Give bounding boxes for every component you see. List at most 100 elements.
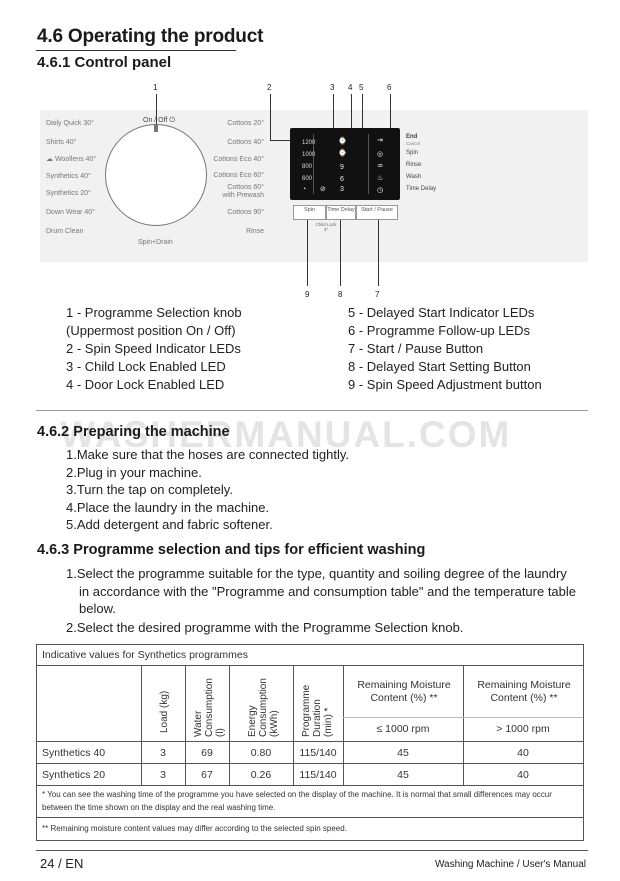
followup-label-spin: Spin xyxy=(406,150,419,156)
row-load: 3 xyxy=(160,747,166,759)
section-control-panel: 4.6.1 Control panel xyxy=(37,54,172,71)
power-icon: ⏻ xyxy=(169,117,175,124)
prog-label: ☁ Woollens 40° xyxy=(46,156,97,163)
callout-8: 8 xyxy=(338,290,343,299)
table-note-2: ** Remaining moisture content values may… xyxy=(42,824,347,833)
preparing-step: 3.Turn the tap on completely. xyxy=(66,482,233,497)
footer-rule xyxy=(36,850,588,851)
callout-9: 9 xyxy=(305,290,310,299)
legend-item: 4 - Door Lock Enabled LED xyxy=(66,377,225,392)
legend-item: 2 - Spin Speed Indicator LEDs xyxy=(66,341,241,356)
col-header-water: Water Consumption (l) xyxy=(193,678,226,737)
programme-selection-knob[interactable] xyxy=(105,124,207,226)
table-rule xyxy=(37,763,583,764)
preparing-step: 5.Add detergent and fabric softener. xyxy=(66,517,273,532)
knob-pointer xyxy=(154,124,158,132)
row-energy: 0.26 xyxy=(250,769,272,781)
leader-6 xyxy=(390,94,391,130)
col-sub-low-rpm: ≤ 1000 rpm xyxy=(376,723,430,735)
row-energy: 0.80 xyxy=(250,747,272,759)
prog-label: Daily Quick 30° xyxy=(46,120,94,127)
table-col-line xyxy=(229,665,230,785)
callout-3: 3 xyxy=(330,83,335,92)
table-col-line xyxy=(463,665,464,785)
legend-item: 3 - Child Lock Enabled LED xyxy=(66,359,226,374)
col-header-energy: Energy Consumption (kWh) xyxy=(247,678,280,737)
knob-on-off-label: On / Off ⏻ xyxy=(143,117,175,124)
callout-1: 1 xyxy=(153,83,158,92)
preparing-step: 2.Plug in your machine. xyxy=(66,464,202,480)
delay-hours-icon: ⌚ xyxy=(338,150,347,157)
spin-speed-leds xyxy=(294,134,314,194)
row-duration: 115/140 xyxy=(299,769,337,781)
preparing-step: 1.Make sure that the hoses are connected… xyxy=(66,447,350,462)
time-delay-button[interactable]: Time Delay xyxy=(326,205,356,220)
spin-speed-value: 1200 xyxy=(302,140,316,146)
table-col-line xyxy=(293,665,294,785)
prog-label: Cottons 90° xyxy=(227,209,264,216)
table-rule xyxy=(37,817,583,818)
row-moisture-high: 40 xyxy=(517,769,529,781)
delay-hours-icon: ⌚ xyxy=(338,138,347,145)
row-moisture-low: 45 xyxy=(397,769,409,781)
spin-speed-value: 1000 xyxy=(302,152,316,158)
leader-2 xyxy=(270,94,271,140)
child-lock-label: Child Lock 3" xyxy=(315,222,337,232)
prog-label: Shirts 40° xyxy=(46,139,77,146)
col-sub-high-rpm: > 1000 rpm xyxy=(496,723,550,735)
callout-7: 7 xyxy=(375,290,380,299)
watermark: WASHERMANUAL.COM xyxy=(60,414,512,455)
leader-1 xyxy=(156,94,157,124)
section-separator xyxy=(36,410,588,411)
followup-label-time-delay: Time Delay xyxy=(406,186,437,192)
legend-item: 8 - Delayed Start Setting Button xyxy=(348,359,531,374)
section-preparing: 4.6.2 Preparing the machine xyxy=(37,424,230,440)
delay-digit: 6 xyxy=(340,176,344,183)
manual-title: Washing Machine / User's Manual xyxy=(434,859,586,870)
knob-spin-drain-label: Spin+Drain xyxy=(138,239,173,246)
delay-digit: 9 xyxy=(340,164,344,171)
section-programme-selection: 4.6.3 Programme selection and tips for e… xyxy=(37,542,426,558)
col-header-load: Load (kg) xyxy=(159,690,170,733)
table-col-line xyxy=(185,665,186,785)
legend-item: 6 - Programme Follow-up LEDs xyxy=(348,323,531,338)
followup-label-end: End xyxy=(406,134,418,140)
callout-4: 4 xyxy=(348,83,353,92)
time-delay-icon: ◷ xyxy=(377,187,384,194)
table-rule xyxy=(37,785,583,786)
row-name: Synthetics 40 xyxy=(42,747,106,759)
start-pause-button[interactable]: Start / Pause xyxy=(356,205,398,220)
end-arrow-icon: ⇥ xyxy=(377,137,383,144)
page-title: 4.6 Operating the product xyxy=(37,26,264,47)
prog-label: Cottons 40° xyxy=(227,139,264,146)
spin-icon: ◎ xyxy=(377,151,384,158)
row-name: Synthetics 20 xyxy=(42,769,106,781)
prog-label: Synthetics 40° xyxy=(46,173,91,180)
prog-label: Down Wear 40° xyxy=(46,209,95,216)
rinse-icon: ♒ xyxy=(377,163,384,170)
table-col-line xyxy=(343,665,344,785)
followup-label-rinse: Rinse xyxy=(406,162,422,168)
leader-4 xyxy=(351,94,352,130)
row-moisture-low: 45 xyxy=(397,747,409,759)
preparing-step: 4.Place the laundry in the machine. xyxy=(66,499,270,515)
legend-item: 7 - Start / Pause Button xyxy=(348,341,484,356)
delay-digit: 3 xyxy=(340,186,344,193)
callout-6: 6 xyxy=(387,83,392,92)
callout-5: 5 xyxy=(359,83,364,92)
selection-step: 2.Select the desired programme with the … xyxy=(66,620,464,635)
leader-9 xyxy=(307,220,308,286)
col-header-moisture-high: Remaining Moisture Content (%) ** xyxy=(477,679,571,704)
programme-followup-leds: ⇥ ◎ ♒ ♨ ◷ xyxy=(368,134,396,194)
prog-label: Synthetics 20° xyxy=(46,190,91,197)
col-header-moisture-low: Remaining Moisture Content (%) ** xyxy=(357,679,451,704)
legend-item: 5 - Delayed Start Indicator LEDs xyxy=(348,305,535,320)
page-number: 24 / EN xyxy=(40,856,84,871)
prog-label: Drum Clean xyxy=(46,228,84,235)
callout-2: 2 xyxy=(267,83,272,92)
table-col-line xyxy=(141,665,142,785)
prog-label: Cottons Eco 60° xyxy=(213,172,264,179)
spin-button[interactable]: Spin xyxy=(293,205,326,220)
row-moisture-high: 40 xyxy=(517,747,529,759)
selection-step: 1.Select the programme suitable for the … xyxy=(66,566,567,581)
